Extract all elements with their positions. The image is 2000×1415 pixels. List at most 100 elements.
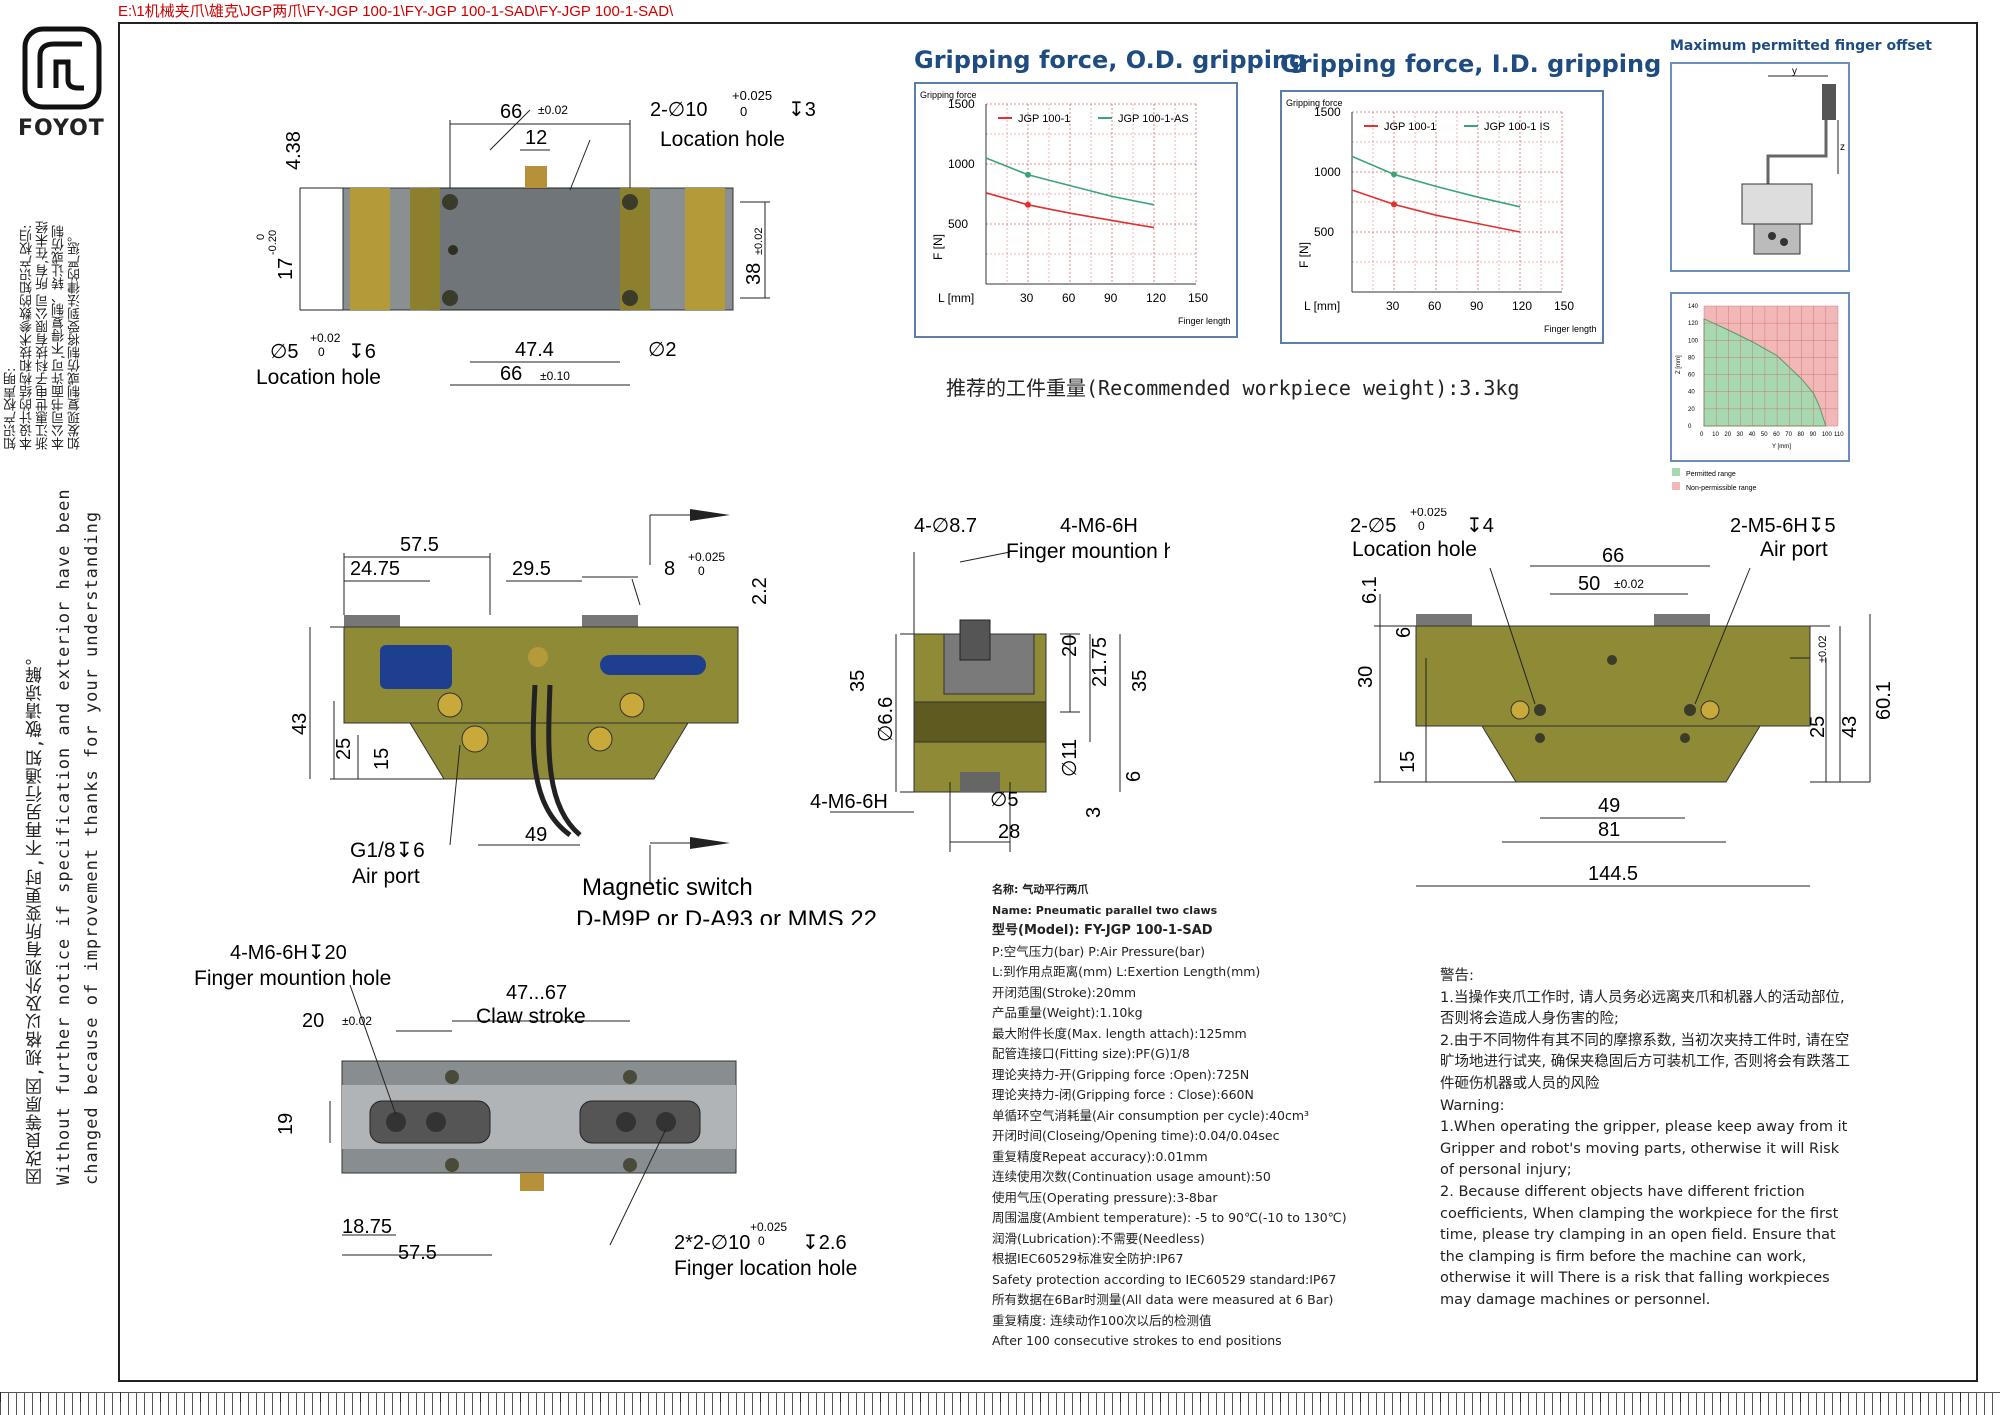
- offset-sketch: y z: [1670, 62, 1850, 272]
- id-chart-title: Gripping force, I.D. gripping: [1280, 50, 1662, 78]
- dim-43: 43: [289, 713, 311, 735]
- rear-d601: 60.1: [1873, 681, 1895, 720]
- side-view-drawing: 4-∅8.7 4-M6-6H Finger mountion hole 20 2…: [810, 515, 1170, 852]
- rear-d50: 50: [1578, 573, 1600, 595]
- x-tick-label: 120: [1146, 291, 1166, 305]
- y-axis-label: F [N]: [1297, 242, 1311, 268]
- spec-line: 名称: 气动平行两爪: [992, 883, 1089, 896]
- rear-body-lower: [1481, 725, 1761, 783]
- offset-legend: Permitted range Non-permissible range: [1672, 468, 1757, 492]
- tol-50a: 0: [255, 234, 267, 240]
- y-tick-label: 60: [1688, 373, 1695, 379]
- tol-010: ±0.10: [540, 369, 570, 383]
- series-point: [1025, 201, 1031, 208]
- rear-d43: 43: [1839, 716, 1861, 738]
- y-tick-label: 1000: [948, 157, 975, 171]
- warnings: 警告: 1.当操作夹爪工作时, 请人员务必远离夹爪和机器人的活动部位, 否则将会…: [1440, 966, 1850, 1312]
- right-finger-slot: [579, 1100, 701, 1144]
- legend-non-permissible: Non-permissible range: [1686, 485, 1757, 492]
- warning-line: 2. Because different objects have differ…: [1440, 1183, 1839, 1308]
- tol-8b: 0: [698, 564, 705, 578]
- side-bottom: [960, 772, 1000, 792]
- mount-hole: [442, 290, 458, 306]
- spec-line: After 100 consecutive strokes to end pos…: [992, 1333, 1282, 1348]
- tol-38: ±0.02: [753, 228, 765, 255]
- bottom-fitting: [520, 1173, 544, 1191]
- mount-hole: [622, 290, 638, 306]
- file-path: E:\1机械夹爪\雄克\JGP两爪\FY-JGP 100-1\FY-JGP 10…: [118, 3, 674, 20]
- hole-tol: +0.025: [732, 90, 772, 103]
- spec-line: P:空气压力(bar) P:Air Pressure(bar): [992, 943, 1205, 959]
- switch-cable-2: [546, 684, 582, 837]
- front-view-drawing: 57.5 24.75 29.5 8 +0.025 0 2.2 43 25 15 …: [289, 509, 877, 925]
- warning-line: 1.When operating the gripper, please kee…: [1440, 1119, 1848, 1179]
- section-arrow-top: [690, 509, 730, 521]
- hole5-depth: ↧6: [348, 341, 376, 363]
- z-letter: z: [1840, 142, 1845, 153]
- side-note-1: 4-∅8.7: [914, 515, 977, 537]
- y-tick-label: 140: [1688, 304, 1699, 310]
- x-caption: Finger length: [1544, 324, 1597, 334]
- port-4: [587, 726, 613, 752]
- rear-d66: 66: [1602, 545, 1624, 567]
- bottom-d1875: 18.75: [342, 1216, 392, 1238]
- location-hole: [448, 245, 458, 255]
- dim-2475: 24.75: [350, 558, 400, 580]
- series-point: [1391, 171, 1397, 178]
- x-tick-label: 150: [1188, 291, 1208, 305]
- side-d20: 20: [1059, 635, 1081, 657]
- spec-line: 周围温度(Ambient temperature): -5 to 90℃(-10…: [992, 1210, 1347, 1225]
- bottom-hole: [616, 1112, 636, 1132]
- finger-offset-sketch-icon: y z: [1741, 66, 1845, 255]
- legend-entry: JGP 100-1: [1018, 113, 1070, 125]
- side-d5: ∅5: [990, 789, 1019, 811]
- rear-tol-0: 0: [1418, 519, 1425, 533]
- x-tick-label: 90: [1810, 432, 1817, 438]
- magnetic-switch-label: Magnetic switch: [582, 874, 753, 901]
- left-jaw: [350, 188, 390, 310]
- rear-t50: ±0.02: [1614, 577, 1644, 591]
- rear-note-1: 2-∅5: [1350, 515, 1396, 537]
- spec-line: 润滑(Lubrication):不需要(Needless): [992, 1230, 1205, 1246]
- rear-d25: 25: [1807, 716, 1829, 738]
- x-tick-label: 80: [1797, 432, 1804, 438]
- legend-non-permissible-swatch: [1672, 482, 1680, 490]
- port-3: [619, 692, 645, 718]
- side-bolt: [959, 619, 991, 661]
- label-plate: [600, 655, 706, 675]
- y-tick-label: 100: [1688, 338, 1699, 344]
- y-tick-label: 1500: [1314, 105, 1341, 119]
- hole5-tol0: 0: [318, 345, 325, 359]
- y-tick-label: 120: [1688, 321, 1699, 327]
- air-port-label: Air port: [352, 865, 420, 888]
- x-tick-label: 60: [1773, 432, 1780, 438]
- offset-chart-title: Maximum permitted finger offset: [1670, 38, 1932, 54]
- rear-location-hole-label: Location hole: [1352, 538, 1477, 561]
- bottom-depth: ↧2.6: [802, 1232, 847, 1254]
- rear-air-port-label: Air port: [1760, 538, 1828, 561]
- rear-d15: 15: [1397, 751, 1419, 773]
- series-point: [1391, 201, 1397, 208]
- body-top: [429, 187, 631, 311]
- side-d35a: 35: [847, 670, 869, 692]
- spec-line: 单循环空气消耗量(Air consumption per cycle):40cm…: [992, 1107, 1310, 1123]
- x-tick-label: 0: [1700, 432, 1704, 438]
- spec-line: 连续使用次数(Continuation usage amount):50: [992, 1169, 1271, 1184]
- y-tick-label: 0: [1688, 424, 1692, 430]
- rear-d1445: 144.5: [1588, 863, 1638, 885]
- spec-line: 配管连接口(Fitting size):PF(G)1/8: [992, 1046, 1190, 1061]
- hole-tol0: 0: [740, 104, 747, 119]
- rear-tol-1: +0.025: [1410, 508, 1447, 519]
- x-tick-label: 150: [1554, 299, 1574, 313]
- notice-line: Without further notice if specification …: [54, 488, 74, 1185]
- body-right-side: [620, 188, 650, 310]
- spec-line: L:到作用点距离(mm) L:Exertion Length(mm): [992, 964, 1261, 979]
- side-d3: 3: [1083, 807, 1105, 818]
- dim-phi2: ∅2: [648, 339, 677, 361]
- x-tick-label: 90: [1104, 291, 1118, 305]
- foyot-logo-icon: [22, 26, 102, 110]
- side-d35b: 35: [1129, 670, 1151, 692]
- spec-line: 重复精度Repeat accuracy):0.01mm: [992, 1148, 1208, 1164]
- rear-view-drawing: 2-∅5 +0.025 0 ↧4 Location hole 2-M5-6H↧5…: [1350, 508, 1895, 887]
